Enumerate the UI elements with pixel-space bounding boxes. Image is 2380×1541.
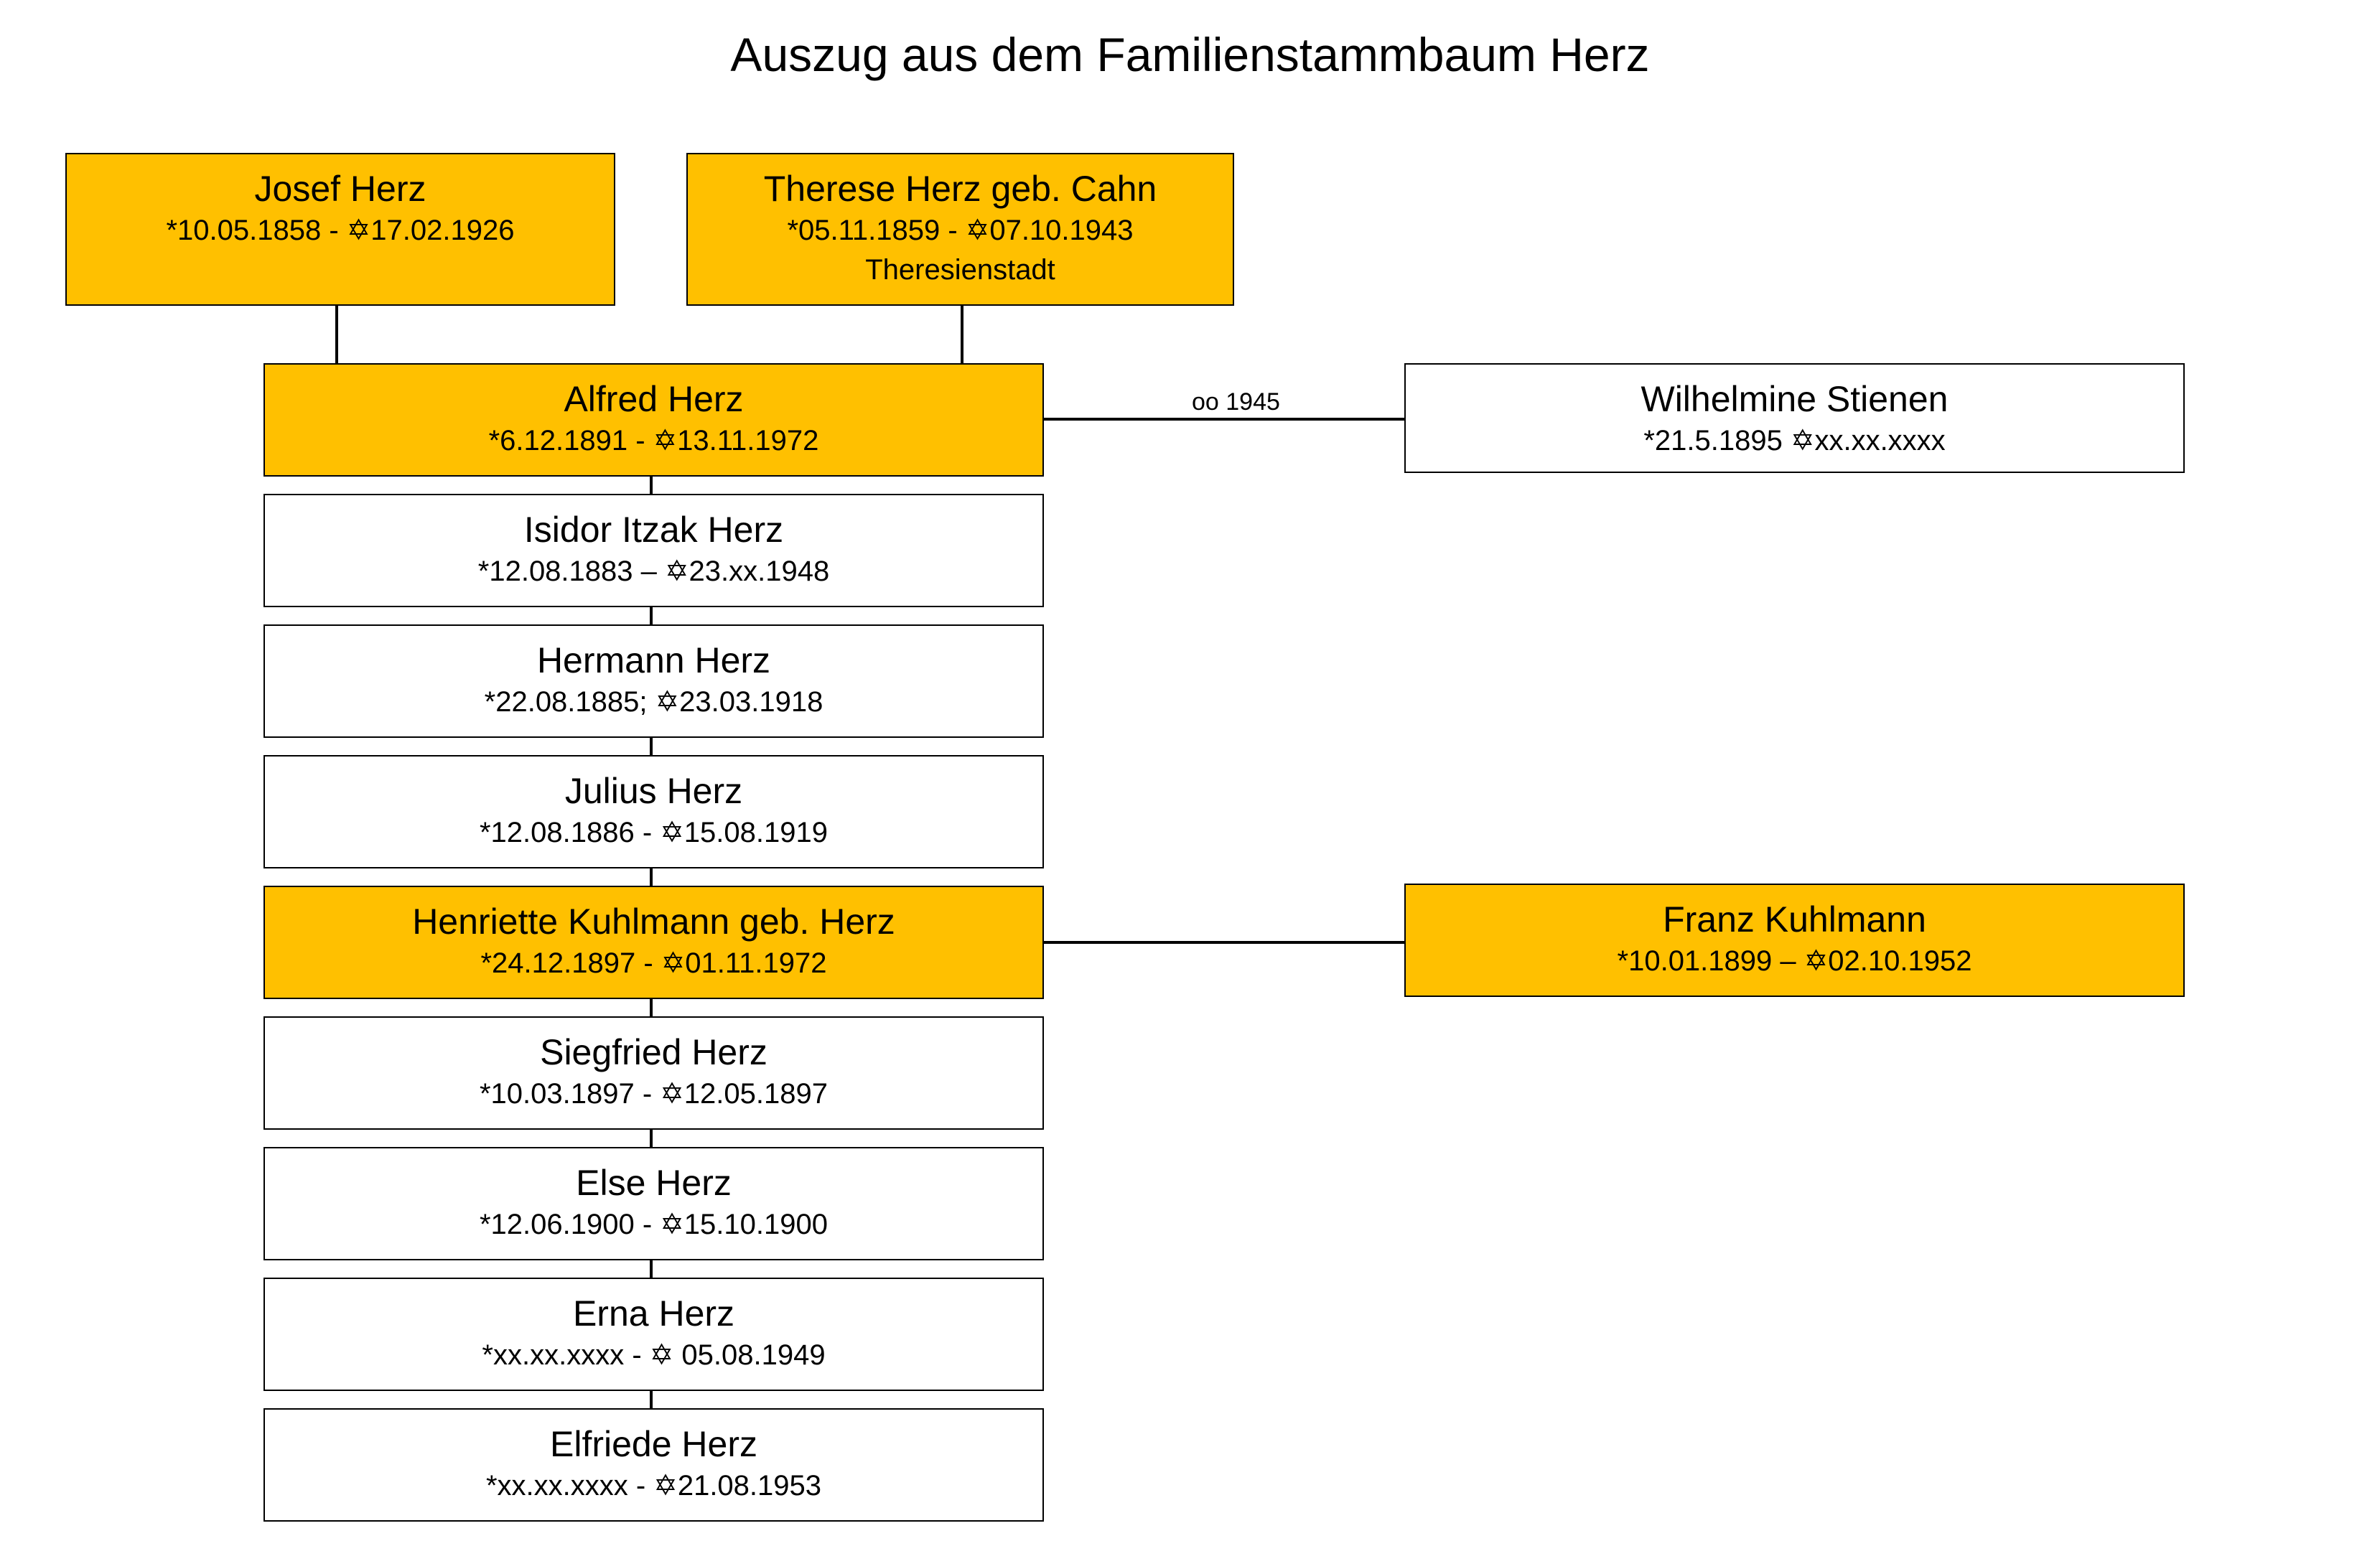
marriage-line-alfred (1042, 418, 1409, 421)
person-name: Elfriede Herz (550, 1424, 757, 1464)
person-name: Julius Herz (564, 771, 743, 811)
person-dates: *05.11.1859 - ✡07.10.1943 (787, 215, 1134, 246)
person-name: Isidor Itzak Herz (523, 510, 784, 550)
person-name: Wilhelmine Stienen (1641, 379, 1949, 419)
person-box-isidor-itzak-herz: Isidor Itzak Herz *12.08.1883 – ✡23.xx.1… (263, 494, 1044, 607)
person-name: Else Herz (576, 1163, 732, 1203)
person-name: Henriette Kuhlmann geb. Herz (412, 901, 895, 942)
connector-therese-to-alfred (961, 306, 963, 365)
person-dates: *6.12.1891 - ✡13.11.1972 (488, 425, 819, 456)
person-name: Franz Kuhlmann (1663, 899, 1926, 940)
person-dates: *10.01.1899 – ✡02.10.1952 (1617, 945, 1972, 977)
person-name: Alfred Herz (564, 379, 744, 419)
person-dates: *xx.xx.xxxx - ✡ 05.08.1949 (482, 1339, 826, 1371)
person-box-else-herz: Else Herz *12.06.1900 - ✡15.10.1900 (263, 1147, 1044, 1260)
person-name: Hermann Herz (536, 640, 771, 680)
person-dates: *22.08.1885; ✡23.03.1918 (484, 686, 823, 718)
person-dates: *10.03.1897 - ✡12.05.1897 (479, 1078, 829, 1110)
marriage-label: oo 1945 (1192, 388, 1280, 416)
person-dates: *12.08.1886 - ✡15.08.1919 (479, 817, 829, 848)
person-box-alfred-herz: Alfred Herz *6.12.1891 - ✡13.11.1972 (263, 363, 1044, 477)
person-box-julius-herz: Julius Herz *12.08.1886 - ✡15.08.1919 (263, 755, 1044, 868)
connector-josef-to-alfred (335, 306, 338, 365)
person-dates: *24.12.1897 - ✡01.11.1972 (480, 947, 827, 979)
person-box-erna-herz: Erna Herz *xx.xx.xxxx - ✡ 05.08.1949 (263, 1278, 1044, 1391)
person-box-josef-herz: Josef Herz *10.05.1858 - ✡17.02.1926 (65, 153, 615, 306)
person-place: Theresienstadt (865, 254, 1055, 286)
person-name: Josef Herz (254, 169, 426, 209)
person-box-franz-kuhlmann: Franz Kuhlmann *10.01.1899 – ✡02.10.1952 (1404, 884, 2185, 997)
person-dates: *12.08.1883 – ✡23.xx.1948 (477, 556, 830, 587)
person-dates: *10.05.1858 - ✡17.02.1926 (166, 215, 515, 246)
person-dates: *21.5.1895 ✡xx.xx.xxxx (1643, 425, 1946, 456)
person-box-elfriede-herz: Elfriede Herz *xx.xx.xxxx - ✡21.08.1953 (263, 1408, 1044, 1522)
person-dates: *xx.xx.xxxx - ✡21.08.1953 (485, 1470, 822, 1502)
marriage-line-henriette (1042, 941, 1409, 944)
person-box-wilhelmine-stienen: Wilhelmine Stienen *21.5.1895 ✡xx.xx.xxx… (1404, 363, 2185, 473)
diagram-title: Auszug aus dem Familienstammbaum Herz (730, 28, 1650, 81)
person-dates: *12.06.1900 - ✡15.10.1900 (479, 1209, 829, 1240)
person-box-hermann-herz: Hermann Herz *22.08.1885; ✡23.03.1918 (263, 624, 1044, 738)
person-box-therese-herz: Therese Herz geb. Cahn *05.11.1859 - ✡07… (686, 153, 1234, 306)
person-name: Erna Herz (572, 1293, 735, 1334)
person-name: Therese Herz geb. Cahn (763, 169, 1157, 209)
person-name: Siegfried Herz (540, 1032, 767, 1072)
person-box-siegfried-herz: Siegfried Herz *10.03.1897 - ✡12.05.1897 (263, 1016, 1044, 1130)
person-box-henriette-kuhlmann: Henriette Kuhlmann geb. Herz *24.12.1897… (263, 886, 1044, 999)
